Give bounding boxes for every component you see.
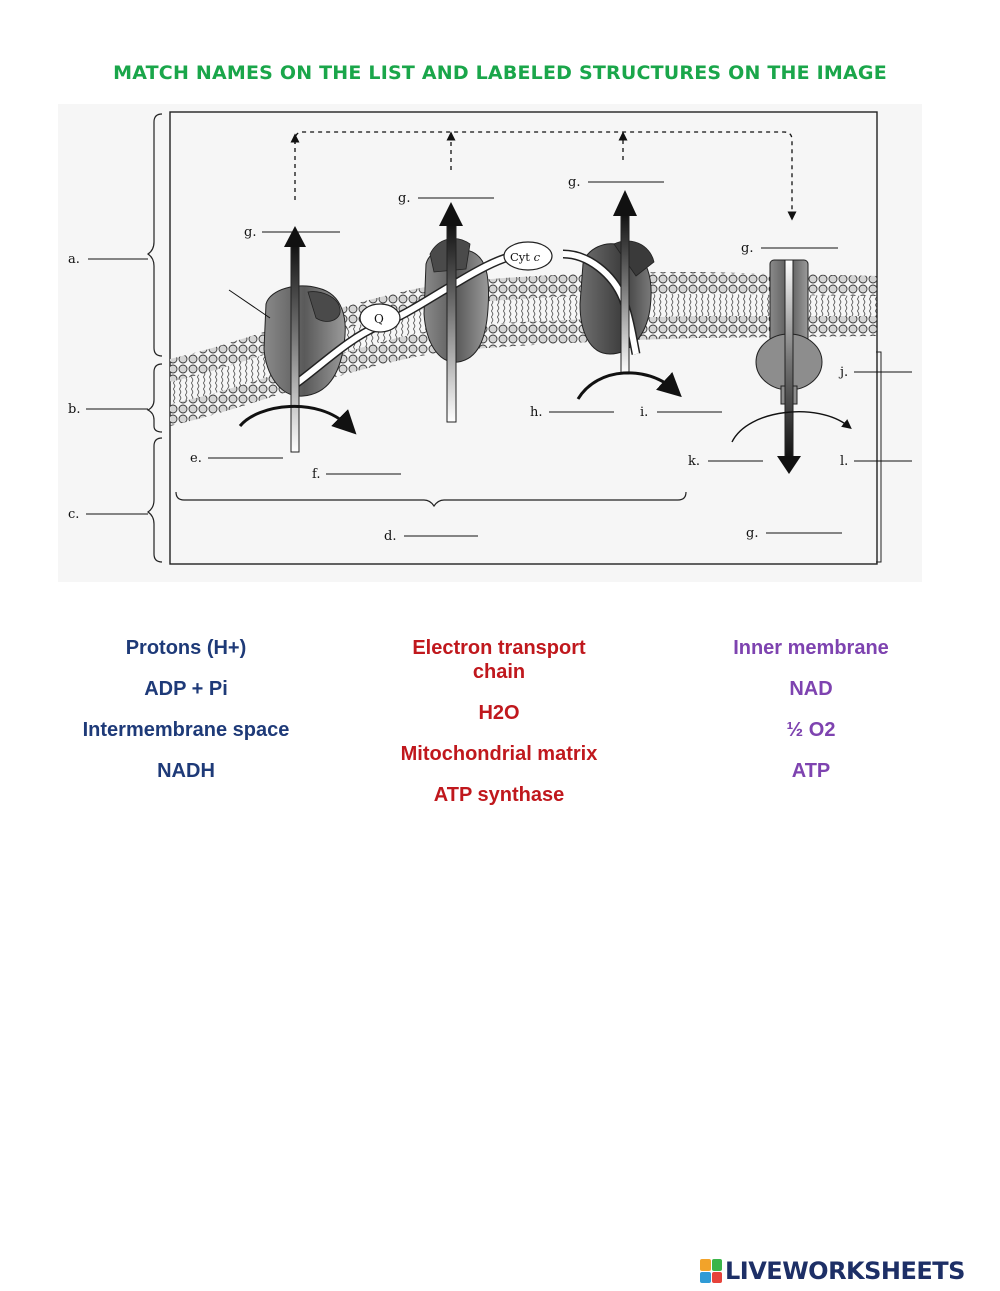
reaction-arrow-water [576,371,682,400]
cytochrome-c-label: Cyt c [510,250,541,264]
label-b: b. [68,402,80,417]
brace-b [146,363,163,433]
label-j: j. [838,365,848,380]
ubiquinone-label: Q [374,312,384,326]
label-g-2: g. [398,191,410,206]
liveworksheets-logo-icon [700,1259,722,1283]
proton-arrow-complex-three [439,202,463,423]
word-bank-item[interactable]: NADH [157,760,215,782]
page-title: MATCH NAMES ON THE LIST AND LABELED STRU… [113,62,887,84]
label-g-5: g. [746,526,758,541]
reaction-arrow-nadh [238,405,357,435]
label-l: l. [840,454,848,469]
label-h: h. [530,405,543,420]
label-c: c. [68,507,79,522]
proton-gradient-dashed-path [294,131,797,221]
label-d: d. [384,529,396,544]
word-bank-item[interactable]: NAD [789,678,833,700]
word-bank-column-1: Protons (H+) ADP + Pi Intermembrane spac… [55,636,317,800]
brace-c [146,437,163,563]
label-f: f. [312,467,320,482]
liveworksheets-brand: LIVEWORKSHEETS [700,1256,965,1286]
label-k: k. [688,454,700,469]
word-bank-column-3: Inner membrane NAD ½ O2 ATP [680,636,942,800]
word-bank-item[interactable]: Intermembrane space [82,719,290,741]
label-i: i. [640,405,648,420]
etc-diagram: Q Cyt c [58,104,922,582]
word-bank-item[interactable]: H2O [478,702,520,724]
word-bank-item[interactable]: Electron transport chain [412,637,586,683]
label-g-1: g. [244,225,256,240]
proton-arrow-atp-synthase [777,259,801,474]
word-bank-item[interactable]: ATP synthase [433,784,565,806]
ubiquinone-circle [359,303,401,333]
word-bank-item[interactable]: ATP [791,760,831,782]
brand-name: LIVEWORKSHEETS [725,1257,965,1285]
cytochrome-c-circle [503,241,553,271]
word-bank-item[interactable]: Inner membrane [733,637,889,659]
brace-d [175,491,687,508]
word-bank-item[interactable]: ½ O2 [786,719,836,741]
label-a: a. [68,252,80,267]
word-bank-item[interactable]: ADP + Pi [144,678,228,700]
brace-a [146,113,163,357]
word-bank-item[interactable]: Protons (H+) [125,637,247,659]
label-e: e. [190,451,202,466]
word-bank-item[interactable]: Mitochondrial matrix [400,743,598,765]
label-g-3: g. [568,175,580,190]
proton-arrow-complex-one [284,226,306,453]
word-bank-column-2: Electron transport chain H2O Mitochondri… [368,636,630,824]
reaction-arrow-atp [731,411,852,443]
label-g-4: g. [741,241,753,256]
